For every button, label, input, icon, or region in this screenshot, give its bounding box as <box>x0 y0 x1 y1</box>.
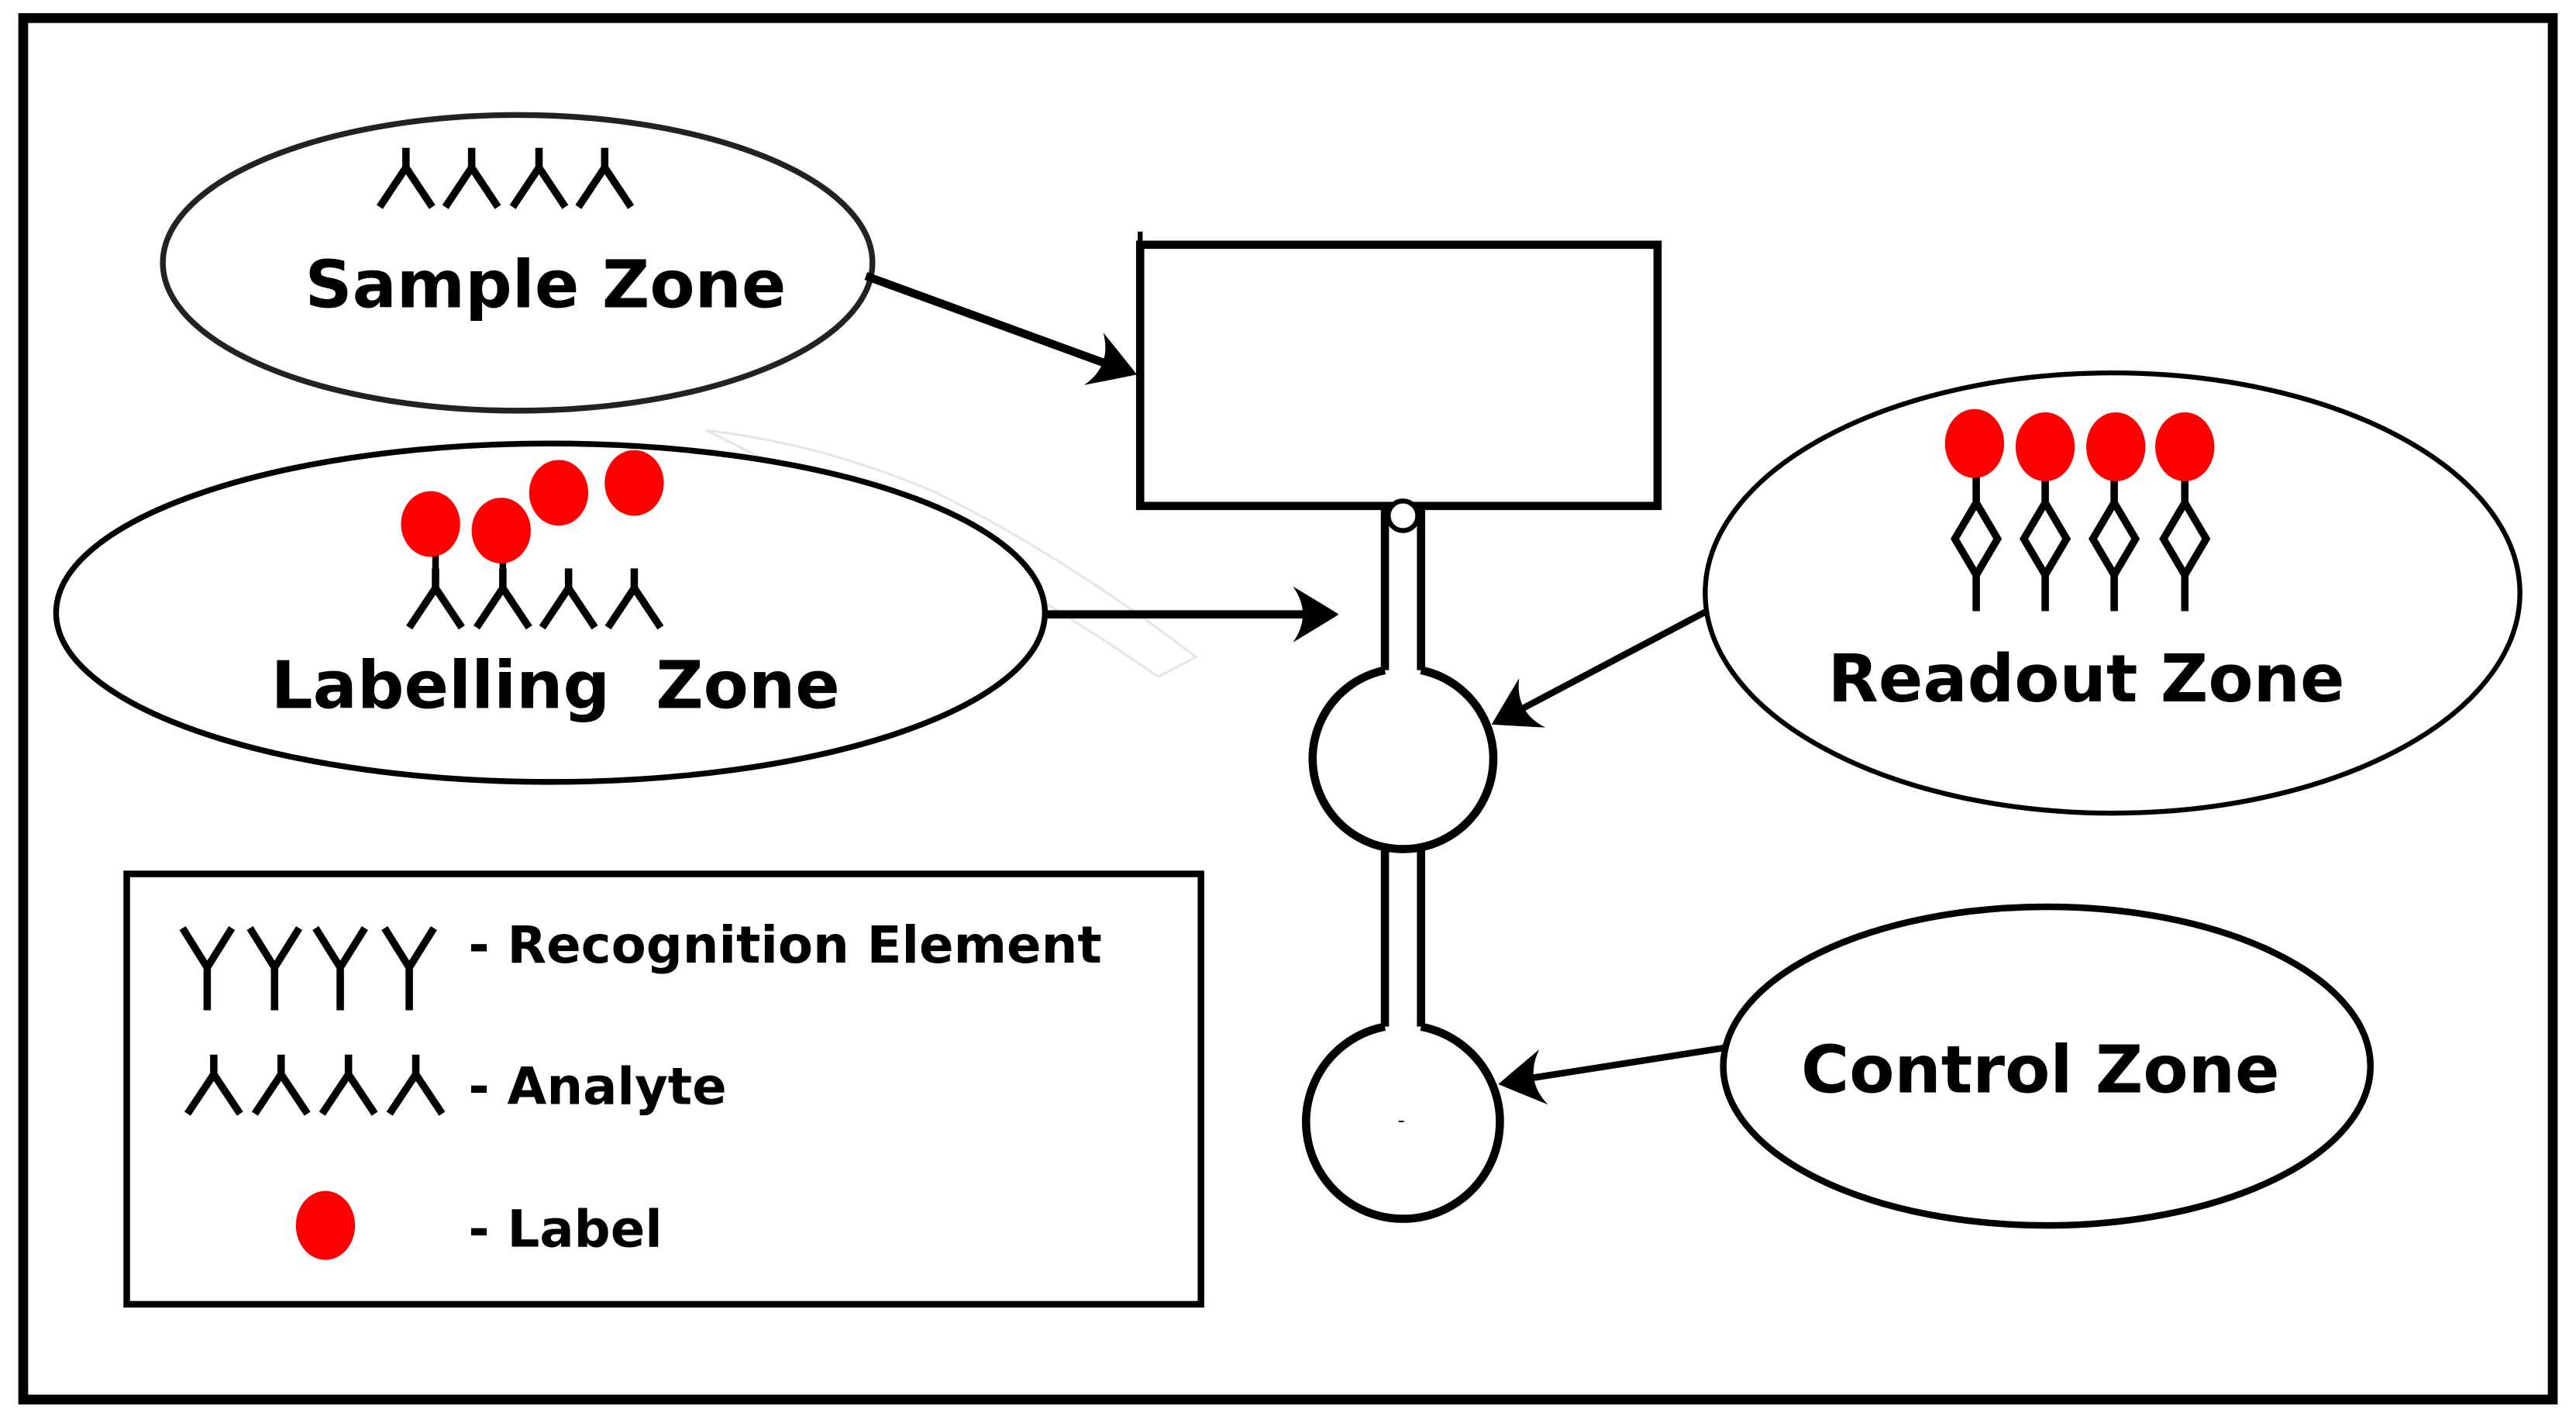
control-zone-ellipse <box>1720 903 2374 1229</box>
sample-zone-ellipse <box>160 112 876 414</box>
labelled-analytes <box>401 450 663 628</box>
labelling-zone: Labelling Zone <box>53 440 1339 785</box>
label-icon <box>2086 412 2146 482</box>
readout-zone: Readout Zone <box>1478 370 2523 816</box>
sample-zone-arrow <box>864 272 1129 375</box>
control-zone-arrow <box>1512 1045 1724 1084</box>
readout-complexes <box>1944 408 2215 612</box>
legend: - Recognition Element - Analyte - Label <box>123 870 1204 1308</box>
sample-pad <box>1135 240 1662 511</box>
legend-analyte: - Analyte <box>468 1057 726 1116</box>
sample-zone-label: Sample Zone <box>305 246 787 322</box>
legend-box <box>123 870 1204 1308</box>
readout-zone-arrow <box>1503 608 1709 721</box>
label-icon <box>401 491 460 557</box>
control-zone: Control Zone <box>1493 903 2374 1229</box>
label-icon <box>529 460 589 526</box>
legend-recognition-element: - Recognition Element <box>468 916 1101 975</box>
label-icon <box>295 1190 356 1260</box>
label-icon <box>604 450 664 516</box>
flow-device: - <box>1135 231 1662 1223</box>
control-pad <box>1302 1022 1504 1223</box>
readout-zone-label: Readout Zone <box>1828 640 2345 717</box>
labelling-zone-label: Labelling Zone <box>271 647 840 724</box>
label-icon <box>2155 412 2215 482</box>
label-icon <box>471 498 531 563</box>
legend-label: - Label <box>468 1201 662 1259</box>
sample-zone: Sample Zone <box>160 112 1147 414</box>
label-icon <box>2015 412 2075 482</box>
readout-pad <box>1308 666 1498 853</box>
label-icon <box>1944 408 2005 478</box>
control-pad-mark: - <box>1398 1108 1405 1132</box>
channel-neck <box>1386 498 1421 533</box>
control-zone-label: Control Zone <box>1801 1031 2279 1108</box>
